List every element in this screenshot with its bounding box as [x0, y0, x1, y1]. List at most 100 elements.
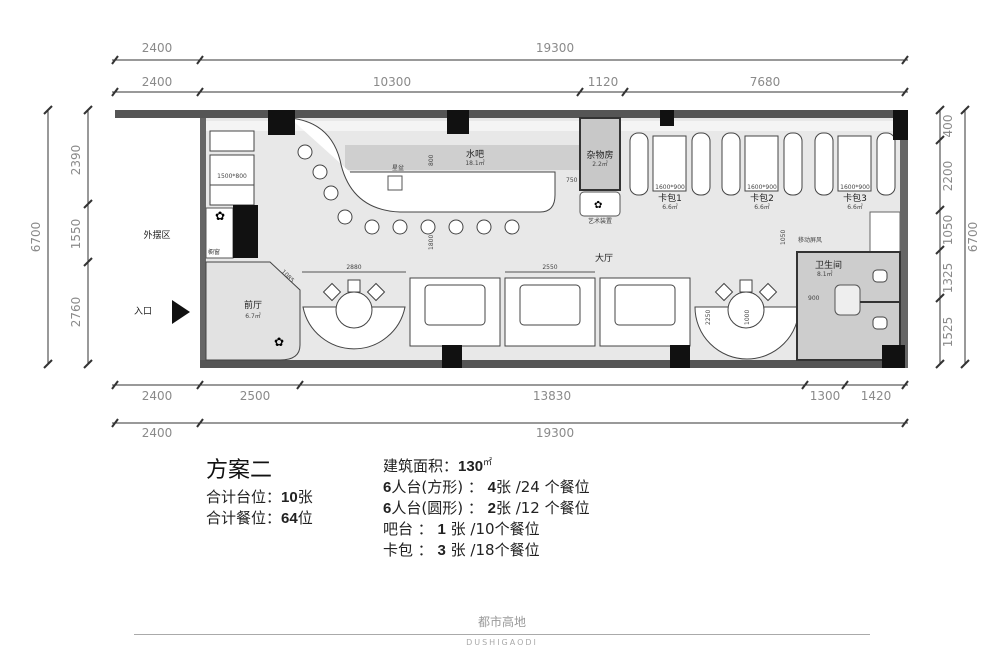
bottom-wall [200, 360, 908, 368]
dim-bot2-2: 19300 [536, 426, 574, 440]
column [660, 110, 674, 126]
column [268, 110, 295, 135]
booth-area: 6.6㎡ [847, 203, 863, 211]
dim-left-1: 2390 [69, 145, 83, 176]
dim-top-1: 2400 [142, 41, 173, 55]
dim-bot-2: 2500 [240, 389, 271, 403]
bar-counter [289, 117, 556, 213]
dim-bot-5: 1420 [861, 389, 892, 403]
booth-size: 1600*900 [840, 184, 870, 191]
dim-bot-4: 1300 [810, 389, 841, 403]
column [893, 110, 908, 140]
total-seats: 合计餐位：64位 [206, 509, 313, 527]
screen-label: 移动屏风 [798, 236, 822, 244]
toilet-icon [872, 316, 888, 330]
dimension-lines [43, 55, 970, 428]
restroom-area-label: 8.1㎡ [817, 270, 833, 278]
round-width-dim: 2880 [346, 264, 361, 271]
round-table-2 [694, 279, 800, 360]
booth-size: 1600*900 [655, 184, 685, 191]
breakdown-row: 卡包 ： 3 张 /18个餐位 [383, 541, 540, 559]
booth-area: 6.6㎡ [662, 203, 678, 211]
booth-label: 卡包3 [843, 192, 867, 204]
stair [869, 211, 901, 253]
sink-icon [834, 284, 861, 316]
entrance-label: 入口 [134, 306, 152, 317]
dim-right-1: 400 [941, 115, 955, 138]
brand-name-en: DUSHIGAODI [466, 638, 538, 647]
hall-gap-dim: 1050 [780, 230, 787, 245]
bar-label: 水吧 [466, 148, 484, 160]
left-wall [200, 118, 206, 368]
round-table-1 [302, 279, 406, 350]
plan-title: 方案二 [206, 458, 273, 483]
booth-width-dim: 2550 [542, 264, 557, 271]
sofa [209, 130, 255, 206]
booth-area: 6.6㎡ [754, 203, 770, 211]
bar-back-area [345, 145, 580, 170]
booth-label: 卡包2 [750, 192, 774, 204]
booth-size: 1600*900 [747, 184, 777, 191]
building-area: 建筑面积：130㎡ [383, 457, 493, 475]
breakdown-row: 6人台(圆形) ： 2张 /12 个餐位 [383, 499, 590, 517]
dim-top2-2: 10300 [373, 75, 411, 89]
dim-top2-1: 2400 [142, 75, 173, 89]
foyer-area [205, 261, 301, 361]
art-label: 艺术装置 [588, 217, 612, 225]
dim-top-2: 19300 [536, 41, 574, 55]
breakdown-row: 6人台(方形) ： 4张 /24 个餐位 [383, 478, 590, 496]
storage-width-dim: 750 [566, 177, 578, 184]
breakdown-row: 吧台 ： 1 张 /10个餐位 [383, 520, 540, 538]
dim-top2-3: 1120 [588, 75, 619, 89]
column [442, 345, 462, 368]
art-installation [579, 191, 621, 217]
dim-right-2: 2200 [941, 161, 955, 192]
column [882, 345, 905, 368]
right-wall [900, 118, 908, 368]
dim-right-4: 1325 [941, 263, 955, 294]
round-dia-dim: 1000 [744, 310, 751, 325]
sink-icon [387, 175, 403, 191]
booth-label: 卡包1 [658, 192, 682, 204]
bar-stools [297, 144, 520, 235]
dim-right-total: 6700 [966, 222, 980, 253]
dim-right-3: 1050 [941, 215, 955, 246]
foyer-label: 前厅 [244, 299, 262, 311]
divider [134, 634, 870, 635]
booth-1: 1600*900 卡包1 6.6㎡ [629, 132, 711, 211]
bar-depth-dim: 800 [428, 154, 435, 166]
plant-icon: ✿ [215, 209, 225, 223]
total-tables: 合计台位：10张 [206, 488, 313, 506]
booth-3: 1600*900 卡包3 6.6㎡ [814, 132, 896, 211]
brand-footer: 都市高地 DUSHIGAODI [134, 613, 870, 647]
top-wall [115, 110, 908, 118]
toilet-icon [872, 269, 888, 283]
dim-bot-1: 2400 [142, 389, 173, 403]
storage-label: 杂物房 [586, 149, 613, 161]
round-depth-dim: 2250 [705, 310, 712, 325]
outdoor-label: 外摆区 [143, 229, 170, 241]
window-strip [206, 121, 900, 131]
column [670, 345, 690, 368]
dim-left-total: 6700 [29, 222, 43, 253]
storage-room [579, 117, 621, 191]
plant-icon: ✿ [274, 335, 284, 349]
plant-icon: ✿ [594, 200, 602, 211]
restroom-width-dim: 900 [808, 295, 820, 302]
storage-area-label: 2.2㎡ [592, 160, 608, 168]
totals: 合计台位：10张 合计餐位：64位 [206, 487, 313, 529]
sofa-size: 1500*800 [217, 173, 247, 180]
dim-left-2: 1550 [69, 219, 83, 250]
brand-name: 都市高地 [477, 615, 526, 629]
column [447, 110, 469, 134]
booth-2: 1600*900 卡包2 6.6㎡ [721, 132, 803, 211]
foyer-area-label: 6.7㎡ [245, 312, 261, 320]
dim-bot-3: 13830 [533, 389, 571, 403]
seating-breakdown: 建筑面积：130㎡ 6人台(方形) ： 4张 /24 个餐位 6人台(圆形) ：… [383, 453, 590, 561]
entrance-arrow-icon [172, 300, 190, 324]
dim-left-3: 2760 [69, 297, 83, 328]
dim-top2-4: 7680 [750, 75, 781, 89]
aisle-dim: 1800 [428, 235, 435, 250]
